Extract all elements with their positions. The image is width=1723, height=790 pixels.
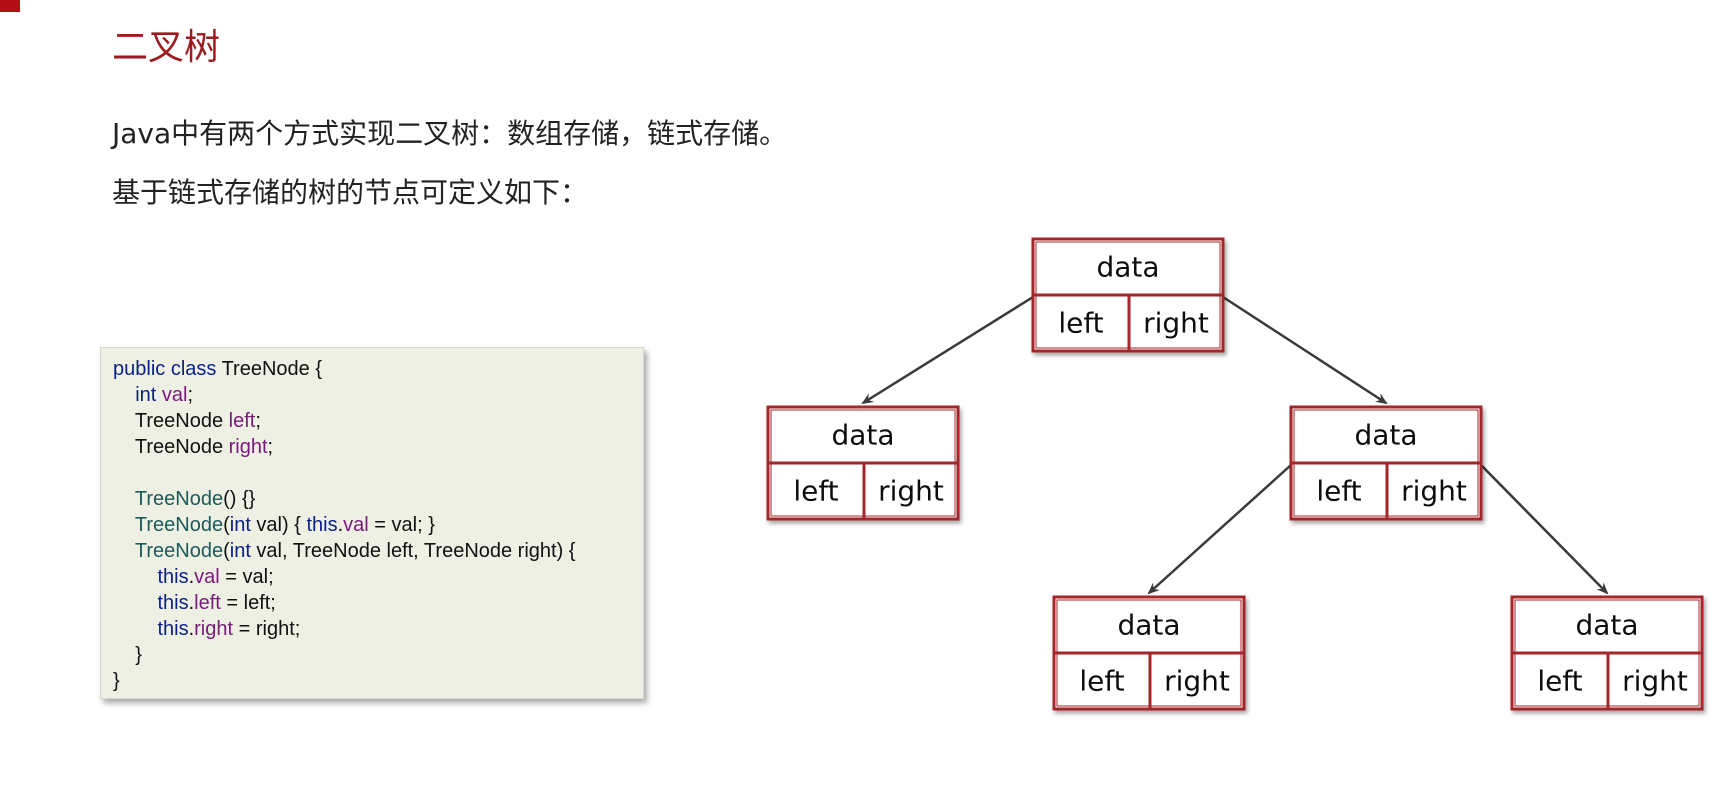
node-left-label: left — [1316, 475, 1361, 508]
node-right-label: right — [1164, 665, 1230, 698]
code-token: ; — [255, 410, 261, 432]
code-token: } — [135, 644, 142, 666]
code-line: public class TreeNode { — [113, 356, 643, 382]
node-left-label: left — [1079, 665, 1124, 698]
code-token: val — [161, 384, 188, 406]
code-line: TreeNode left; — [113, 408, 643, 434]
node-left-label: left — [1537, 665, 1582, 698]
code-token: left — [194, 592, 221, 614]
code-token: int — [229, 540, 251, 562]
code-token: = val; — [219, 566, 274, 588]
tree-node-root-right: data left right — [1289, 405, 1483, 521]
node-data-label: data — [1117, 609, 1180, 642]
code-token: this — [306, 514, 338, 536]
code-token: = val; } — [368, 514, 435, 536]
code-token: int — [229, 514, 251, 536]
edge-root-left — [861, 295, 1034, 405]
node-right-label: right — [1401, 475, 1467, 508]
definition-text: 基于链式存储的树的节点可定义如下： — [112, 176, 589, 209]
code-line: } — [113, 668, 643, 694]
code-line: this.left = left; — [113, 590, 643, 616]
code-token: public class — [113, 358, 222, 380]
tree-node-root-left: data left right — [766, 405, 960, 521]
code-token: TreeNode — [134, 410, 229, 432]
code-token: this — [157, 618, 189, 640]
code-token: ( — [223, 540, 230, 562]
tree-node-rr-left: data left right — [1052, 595, 1246, 711]
code-token: ; — [187, 384, 194, 406]
node-data-label: data — [1575, 609, 1638, 642]
node-right-label: right — [1143, 307, 1209, 340]
node-left-label: left — [793, 475, 838, 508]
code-line: TreeNode right; — [113, 434, 643, 460]
node-data-label: data — [1354, 419, 1417, 452]
edge-root-right-left — [1147, 464, 1292, 595]
code-line: TreeNode() {} — [113, 486, 643, 512]
node-right-label: right — [1622, 665, 1688, 698]
code-token: val — [343, 514, 369, 536]
code-line: this.val = val; — [113, 564, 643, 590]
code-token: . — [188, 618, 195, 640]
code-token: } — [113, 670, 120, 692]
code-token: right — [228, 436, 268, 458]
code-token: . — [337, 514, 344, 536]
code-token: int — [135, 384, 162, 406]
code-token: TreeNode — [134, 540, 224, 562]
node-data-label: data — [1096, 251, 1159, 284]
code-token: val, TreeNode left, TreeNode right) { — [250, 540, 576, 562]
code-line: } — [113, 642, 643, 668]
code-token: this — [157, 592, 189, 614]
code-line: this.right = right; — [113, 616, 643, 642]
tree-node-rr-right: data left right — [1510, 595, 1704, 711]
corner-accent — [0, 0, 20, 12]
edge-root-right — [1222, 295, 1388, 405]
code-token: TreeNode — [134, 436, 229, 458]
node-right-label: right — [878, 475, 944, 508]
code-token: TreeNode { — [221, 358, 323, 380]
code-token: TreeNode — [134, 488, 224, 510]
intro-text: Java中有两个方式实现二叉树：数组存储，链式存储。 — [112, 117, 788, 150]
code-token: right — [194, 618, 234, 640]
code-token: val — [194, 566, 220, 588]
code-token: this — [157, 566, 189, 588]
code-token: () {} — [223, 488, 256, 510]
code-line: TreeNode(int val) { this.val = val; } — [113, 512, 643, 538]
code-token: . — [188, 566, 195, 588]
code-token: ; — [267, 436, 274, 458]
code-token: . — [188, 592, 195, 614]
code-token: val) { — [250, 514, 307, 536]
code-token: TreeNode — [134, 514, 224, 536]
code-line: TreeNode(int val, TreeNode left, TreeNod… — [113, 538, 643, 564]
node-left-label: left — [1058, 307, 1103, 340]
slide-title: 二叉树 — [112, 27, 221, 68]
code-line: int val; — [113, 382, 643, 408]
code-token: left — [228, 410, 256, 432]
edge-root-right-right — [1480, 464, 1609, 595]
code-block: public class TreeNode { int val; TreeNod… — [100, 347, 644, 699]
code-token: = right; — [233, 618, 301, 640]
tree-node-root: data left right — [1031, 237, 1225, 353]
node-data-label: data — [831, 419, 894, 452]
code-token: = left; — [220, 592, 276, 614]
code-token: ( — [223, 514, 230, 536]
